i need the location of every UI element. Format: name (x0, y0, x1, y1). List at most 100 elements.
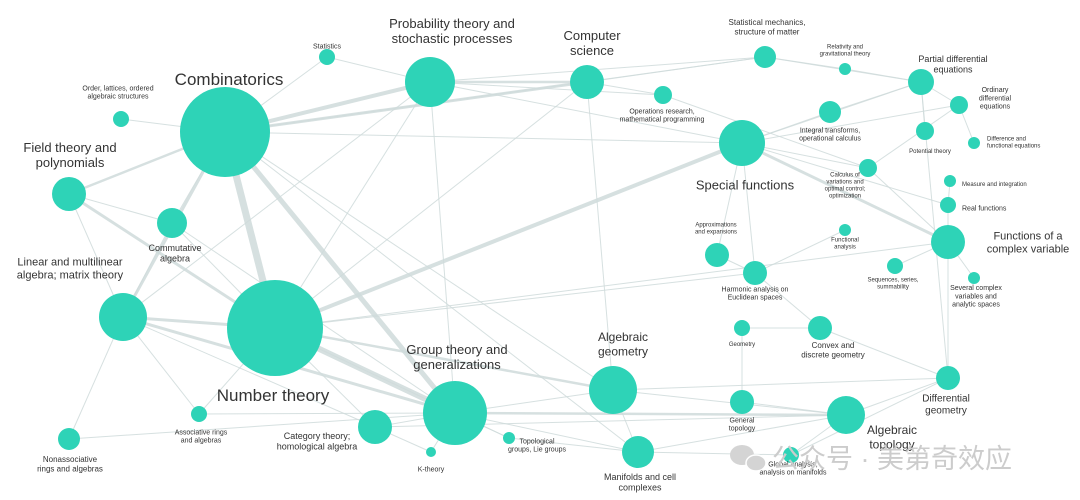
node-order-lattices[interactable] (113, 111, 129, 127)
node-relativity[interactable] (839, 63, 851, 75)
edge-combinatorics-manifolds (224, 131, 639, 453)
node-field-theory[interactable] (52, 177, 86, 211)
edge-field-theory-commutative-algebra (68, 193, 173, 224)
node-geometry[interactable] (734, 320, 750, 336)
edge-special-functions-complex-variable (741, 141, 949, 244)
node-label-statistical-mechanics: Statistical mechanics,structure of matte… (729, 18, 806, 36)
node-ode[interactable] (950, 96, 968, 114)
node-label-potential-theory: Potential theory (909, 149, 951, 155)
node-complex-variable[interactable] (931, 225, 965, 259)
edge-topological-groups-manifolds (508, 437, 639, 453)
node-functional-analysis[interactable] (839, 224, 851, 236)
watermark-text: 公众号 · 美第奇效应 (772, 444, 1012, 474)
node-integral-transforms[interactable] (819, 101, 841, 123)
node-topological-groups[interactable] (503, 432, 515, 444)
node-label-global-analysis: Global analysis,analysis on manifolds (760, 461, 827, 476)
node-convex-geometry[interactable] (808, 316, 832, 340)
edge-algebraic-geometry-differential-geometry (612, 377, 949, 391)
node-label-category-theory: Category theory;homological algebra (277, 431, 358, 452)
node-commutative-algebra[interactable] (157, 208, 187, 238)
edge-number-theory-harmonic-analysis (274, 272, 756, 329)
node-label-real-functions: Real functions (962, 205, 1007, 212)
node-label-integral-transforms: Integral transforms,operational calculus (799, 127, 861, 142)
edge-number-theory-special-functions (274, 141, 743, 330)
edge-algebraic-geometry-algebraic-topology (612, 389, 847, 416)
node-operations-research[interactable] (654, 86, 672, 104)
node-label-geometry: Geometry (729, 342, 755, 348)
node-differential-geometry[interactable] (936, 366, 960, 390)
node-associative-rings[interactable] (191, 406, 207, 422)
node-computer-science[interactable] (570, 65, 604, 99)
edge-probability-operations-research (429, 81, 664, 96)
edge-combinatorics-group-theory (223, 130, 457, 415)
node-measure[interactable] (944, 175, 956, 187)
edge-special-functions-ode (741, 104, 960, 144)
node-group-theory[interactable] (423, 381, 487, 445)
node-label-measure: Measure and integration (962, 182, 1027, 188)
node-label-k-theory: K-theory (418, 466, 445, 473)
node-several-complex[interactable] (968, 272, 980, 284)
node-number-theory[interactable] (227, 280, 323, 376)
node-category-theory[interactable] (358, 410, 392, 444)
edge-operations-research-calculus-variations (662, 94, 869, 169)
watermark: 公众号 · 美第奇效应 (730, 444, 1012, 474)
node-statistics[interactable] (319, 49, 335, 65)
edge-manifolds-global-analysis (637, 451, 792, 456)
node-calculus-variations[interactable] (859, 159, 877, 177)
edge-linear-algebra-probability (122, 81, 431, 318)
node-special-functions[interactable] (719, 120, 765, 166)
edge-convex-geometry-harmonic-analysis (754, 272, 821, 329)
node-approximations[interactable] (705, 243, 729, 267)
edge-combinatorics-special-functions (224, 131, 743, 144)
edge-group-theory-associative-rings (198, 412, 456, 415)
edge-linear-algebra-category-theory (122, 316, 376, 428)
node-label-number-theory: Number theory (217, 386, 330, 405)
node-label-sequences: Sequences, series,summability (867, 278, 918, 291)
node-algebraic-topology[interactable] (827, 396, 865, 434)
node-combinatorics[interactable] (180, 87, 270, 177)
edge-computer-science-statistical-mechanics (586, 56, 766, 83)
edge-pde-integral-transforms (829, 81, 922, 113)
node-sequences[interactable] (887, 258, 903, 274)
node-pde[interactable] (908, 69, 934, 95)
edge-ode-calculus-variations (867, 104, 960, 169)
node-probability[interactable] (405, 57, 455, 107)
edge-group-theory-nonassociative-rings (68, 412, 456, 440)
node-algebraic-geometry[interactable] (589, 366, 637, 414)
node-statistical-mechanics[interactable] (754, 46, 776, 68)
node-difference-equations[interactable] (968, 137, 980, 149)
node-linear-algebra[interactable] (99, 293, 147, 341)
node-real-functions[interactable] (940, 197, 956, 213)
node-harmonic-analysis[interactable] (743, 261, 767, 285)
node-manifolds[interactable] (622, 436, 654, 468)
node-potential-theory[interactable] (916, 122, 934, 140)
edge-number-theory-complex-variable (274, 241, 949, 329)
node-k-theory[interactable] (426, 447, 436, 457)
node-general-topology[interactable] (730, 390, 754, 414)
node-label-operations-research: Operations research,mathematical program… (620, 108, 705, 123)
node-nonassociative-rings[interactable] (58, 428, 80, 450)
node-global-analysis[interactable] (783, 447, 799, 463)
node-label-statistics: Statistics (313, 43, 342, 50)
wechat-icon (730, 445, 767, 472)
edge-differential-geometry-global-analysis (790, 377, 949, 456)
